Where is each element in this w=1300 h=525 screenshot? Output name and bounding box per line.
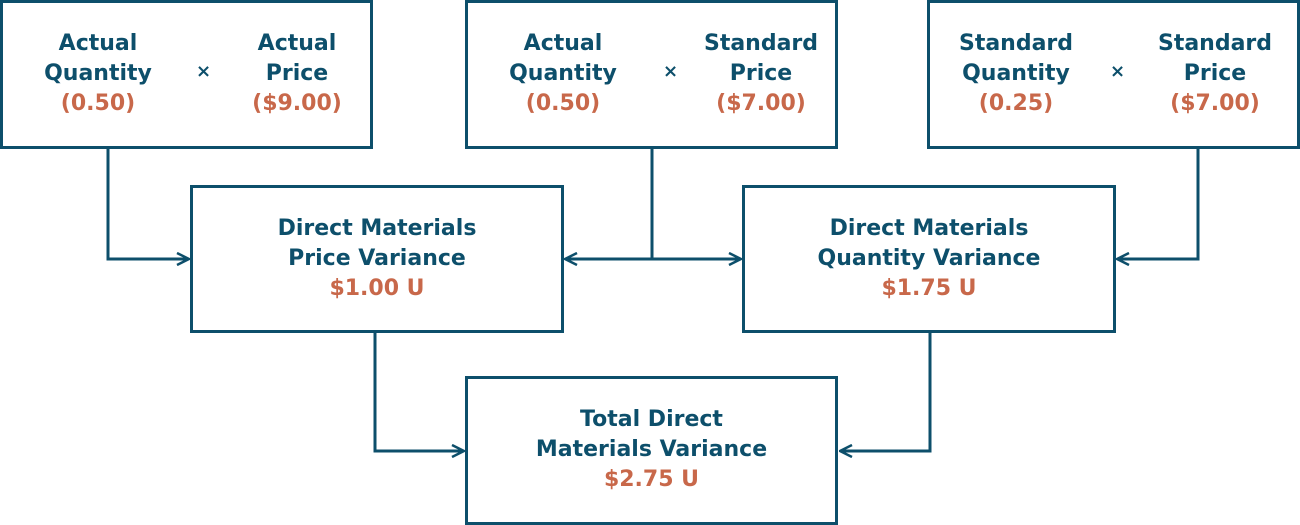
- standard-quantity: Standard Quantity (0.25): [958, 31, 1074, 116]
- actual-quantity: Actual Quantity (0.50): [44, 31, 152, 116]
- standard-price: Standard Price ($7.00): [703, 31, 819, 116]
- quantity-variance-box: Direct Materials Quantity Variance $1.75…: [742, 185, 1116, 333]
- multiply-icon: ×: [1110, 61, 1126, 82]
- actual-qty-standard-price-box: Actual Quantity (0.50) × Standard Price …: [465, 0, 838, 149]
- actual-price: Actual Price ($9.00): [252, 31, 342, 116]
- total-variance-box: Total Direct Materials Variance $2.75 U: [465, 376, 838, 525]
- actual-quantity: Actual Quantity (0.50): [509, 31, 617, 116]
- actual-qty-actual-price-box: Actual Quantity (0.50) × Actual Price ($…: [0, 0, 373, 149]
- standard-qty-standard-price-box: Standard Quantity (0.25) × Standard Pric…: [927, 0, 1300, 149]
- standard-price: Standard Price ($7.00): [1157, 31, 1273, 116]
- price-variance-box: Direct Materials Price Variance $1.00 U: [190, 185, 564, 333]
- multiply-icon: ×: [663, 61, 679, 82]
- multiply-icon: ×: [196, 61, 212, 82]
